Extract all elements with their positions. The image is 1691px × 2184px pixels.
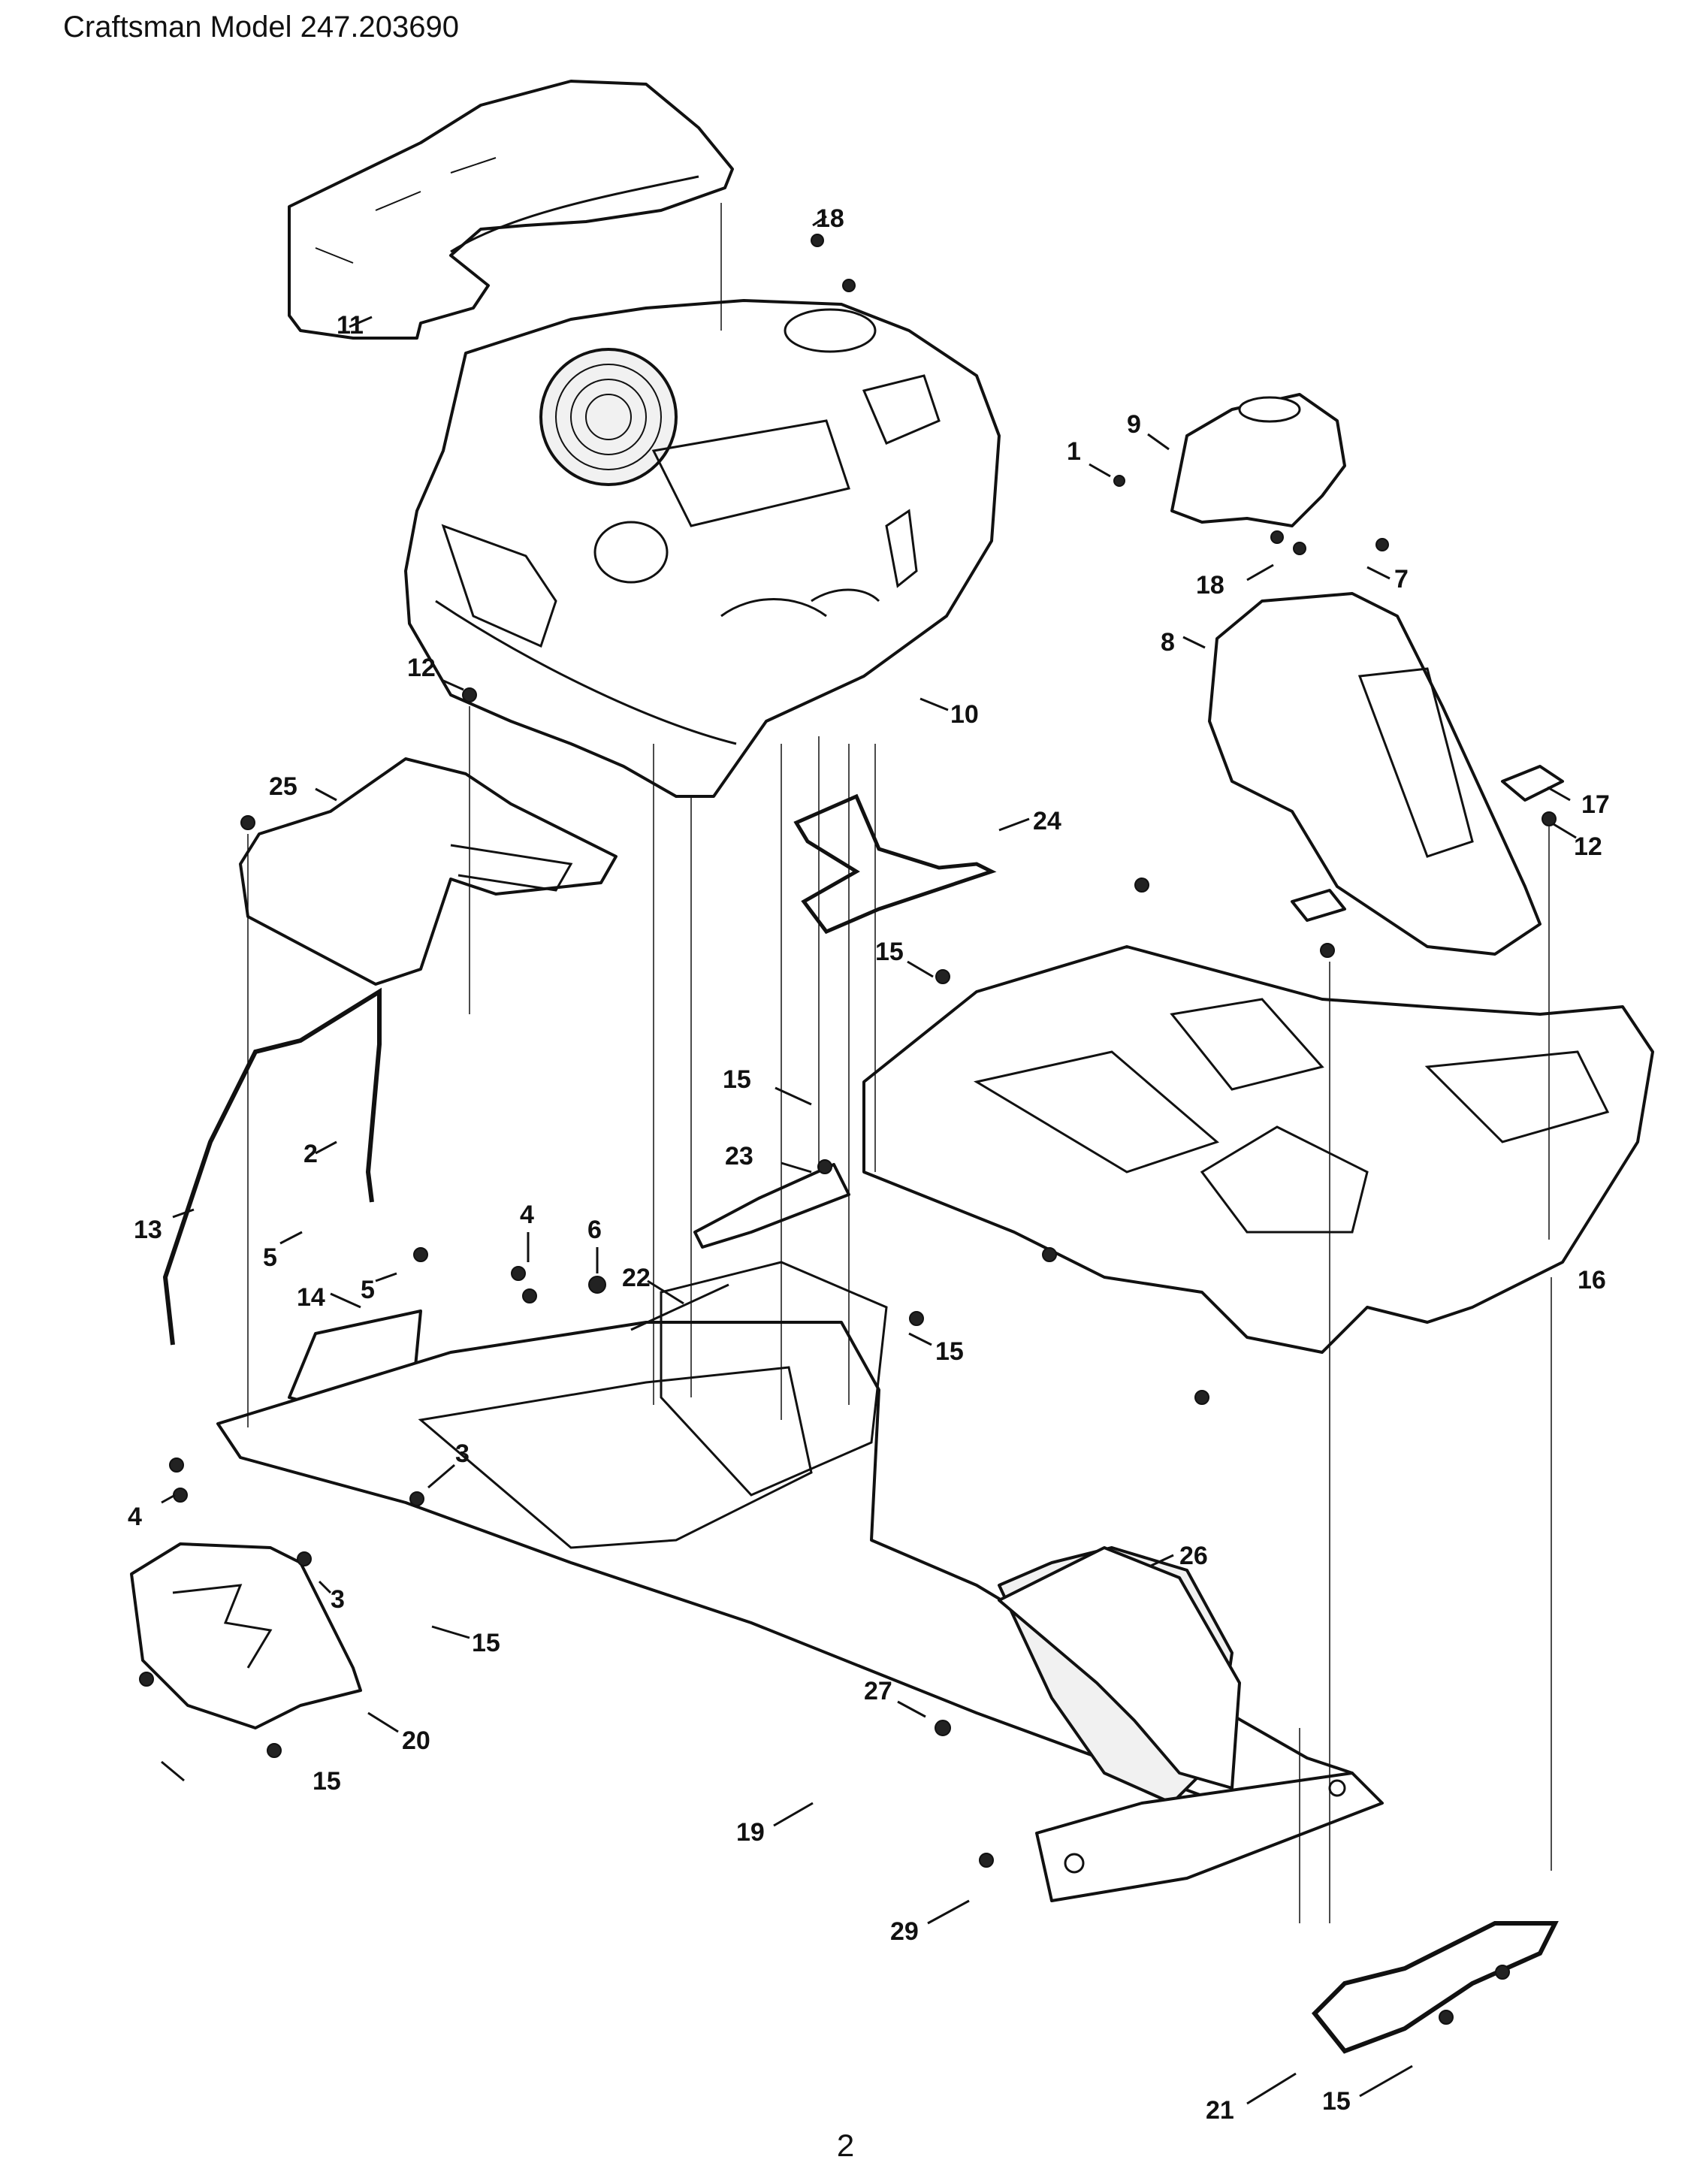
part-cap-small xyxy=(1291,889,1346,922)
callout-4-lower: 4 xyxy=(128,1503,142,1531)
part-21 xyxy=(630,1283,729,1331)
callout-3-upper: 3 xyxy=(455,1439,470,1468)
callout-15-frame: 15 xyxy=(472,1629,500,1657)
part-23-wire xyxy=(793,793,997,935)
callout-6: 6 xyxy=(587,1216,602,1244)
callout-7: 7 xyxy=(1394,565,1409,594)
callout-2: 2 xyxy=(303,1140,318,1168)
callout-24: 25 xyxy=(269,772,297,801)
part-24-panel xyxy=(239,757,618,986)
callout-18-top: 18 xyxy=(816,204,844,233)
callout-15-bumper: 15 xyxy=(1322,2087,1351,2116)
part-8-steering-cover xyxy=(1208,592,1542,956)
callout-15-upper: 15 xyxy=(875,938,904,966)
page-title: Craftsman Model 247.203690 xyxy=(63,11,459,44)
callout-12-left: 12 xyxy=(407,654,436,682)
callout-25: 21 xyxy=(1206,2096,1234,2125)
part-26-bracket xyxy=(998,1546,1241,1790)
leader-lines xyxy=(161,215,1577,2105)
callout-18-console: 18 xyxy=(1196,571,1224,600)
callout-29: 29 xyxy=(890,1917,919,1946)
callout-15-mid: 15 xyxy=(723,1065,751,1094)
callout-11: 11 xyxy=(337,311,364,340)
callout-3-lower: 3 xyxy=(331,1585,345,1614)
callout-20: 20 xyxy=(402,1726,430,1755)
callout-10: 10 xyxy=(950,700,979,729)
callout-22: 23 xyxy=(725,1142,753,1171)
callout-17: 17 xyxy=(1581,790,1610,819)
callout-14: 14 xyxy=(297,1283,325,1312)
callout-19: 19 xyxy=(736,1818,765,1847)
callout-5-right: 5 xyxy=(361,1276,375,1304)
part-20-guard xyxy=(130,1542,362,1729)
part-13-handle xyxy=(162,987,382,1346)
callout-15-guard: 15 xyxy=(313,1767,341,1796)
part-17-cap xyxy=(1501,765,1564,802)
callout-12-right: 12 xyxy=(1574,832,1602,861)
callout-23: 24 xyxy=(1033,807,1061,835)
callout-5-left: 5 xyxy=(263,1243,277,1272)
part-25-bumper xyxy=(1311,1921,1559,2054)
part-11-hood-cover xyxy=(288,80,734,340)
callout-13: 13 xyxy=(134,1216,162,1244)
callout-15-right: 15 xyxy=(935,1337,964,1366)
callout-9: 9 xyxy=(1127,410,1141,439)
callout-21: 22 xyxy=(622,1264,651,1292)
callout-1: 1 xyxy=(1067,437,1081,466)
callout-4-upper: 4 xyxy=(520,1201,534,1229)
page-number: 2 xyxy=(836,2128,855,2163)
part-10-dash-body xyxy=(404,299,1001,798)
guide-lines xyxy=(247,203,1552,1923)
callout-27: 27 xyxy=(864,1677,892,1705)
callout-labels: 18 11 1 9 18 7 8 10 12 17 12 24 25 15 15… xyxy=(128,204,1610,2125)
part-16-fender-deck xyxy=(862,945,1654,1354)
part-9-console-top xyxy=(1170,393,1346,527)
callout-8: 8 xyxy=(1161,628,1175,657)
part-22-bracket xyxy=(693,1163,850,1249)
callout-26: 26 xyxy=(1179,1542,1208,1570)
fasteners xyxy=(139,234,1557,2025)
callout-16: 16 xyxy=(1578,1266,1606,1294)
